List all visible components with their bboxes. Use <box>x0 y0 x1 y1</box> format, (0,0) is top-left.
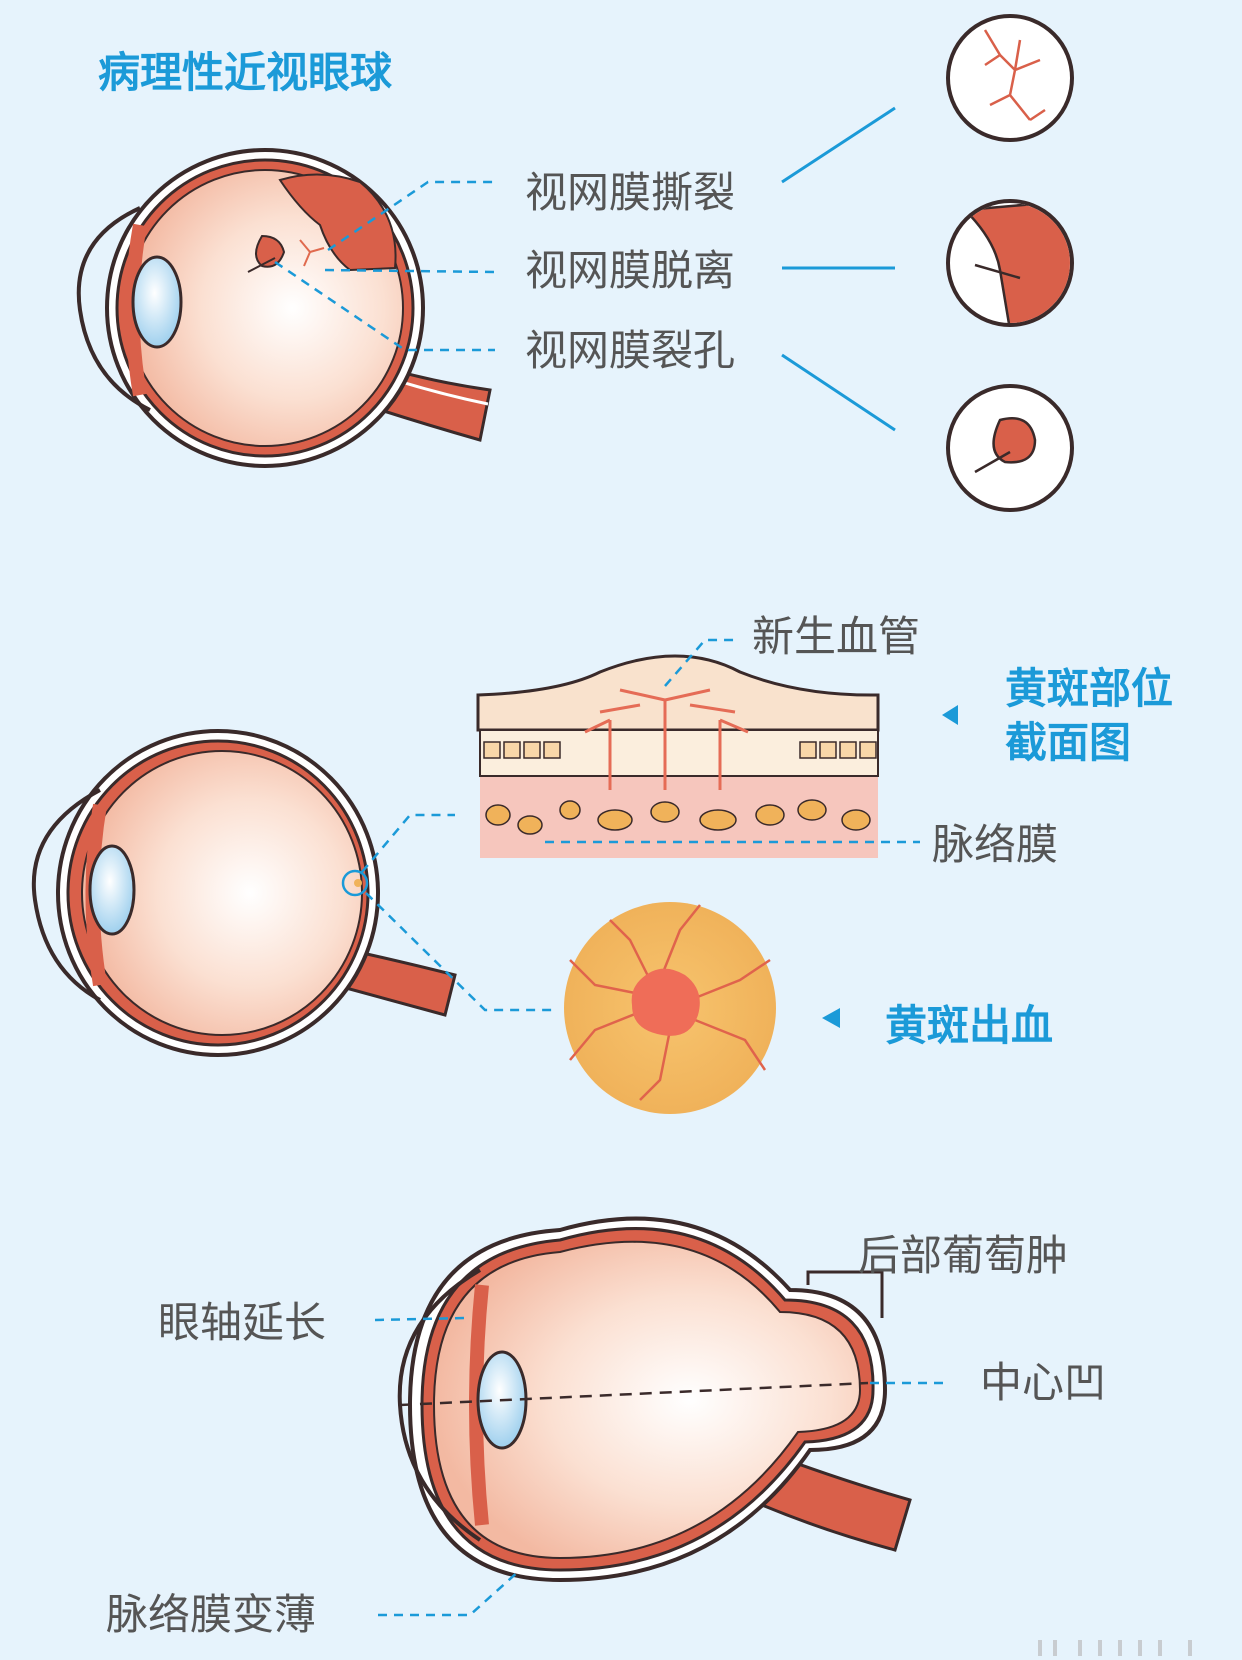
label-axial-elongation: 眼轴延长 <box>158 1298 327 1347</box>
macula-section-title-line2: 截面图 <box>1005 718 1132 767</box>
eye-2 <box>31 729 457 1057</box>
watermark-mark <box>1038 1640 1192 1656</box>
label-new-vessels: 新生血管 <box>752 612 921 661</box>
macula-section-title-line1: 黄斑部位 <box>1005 664 1174 713</box>
eye-1-leaders <box>274 180 496 352</box>
eye-1 <box>76 148 492 468</box>
right-connector-lines <box>781 106 896 432</box>
hole-detail-circle <box>946 384 1074 512</box>
macula-bleeding-arrow <box>822 1008 840 1028</box>
eye-2-leaders <box>361 813 555 1012</box>
cross-section-leaders <box>545 638 920 844</box>
label-fovea: 中心凹 <box>980 1358 1107 1407</box>
macula-bleeding-title: 黄斑出血 <box>885 1001 1054 1050</box>
detachment-detail-circle <box>946 199 1074 327</box>
eye-3-leaders <box>374 1316 950 1617</box>
label-choroid-thinning: 脉络膜变薄 <box>106 1590 317 1639</box>
eye-3 <box>397 1216 912 1583</box>
diagram-title: 病理性近视眼球 <box>98 48 393 97</box>
label-retinal-detachment: 视网膜脱离 <box>525 246 736 295</box>
label-posterior-staphyloma: 后部葡萄肿 <box>858 1231 1069 1280</box>
label-retinal-hole: 视网膜裂孔 <box>525 326 736 375</box>
staphyloma-bracket <box>806 1270 884 1318</box>
label-retinal-tear: 视网膜撕裂 <box>525 168 736 217</box>
macula-section-arrow <box>942 705 958 725</box>
tear-detail-circle <box>946 14 1074 142</box>
macula-bleeding-circle <box>564 902 776 1114</box>
macula-cross-section <box>476 654 880 858</box>
label-choroid: 脉络膜 <box>932 820 1059 869</box>
